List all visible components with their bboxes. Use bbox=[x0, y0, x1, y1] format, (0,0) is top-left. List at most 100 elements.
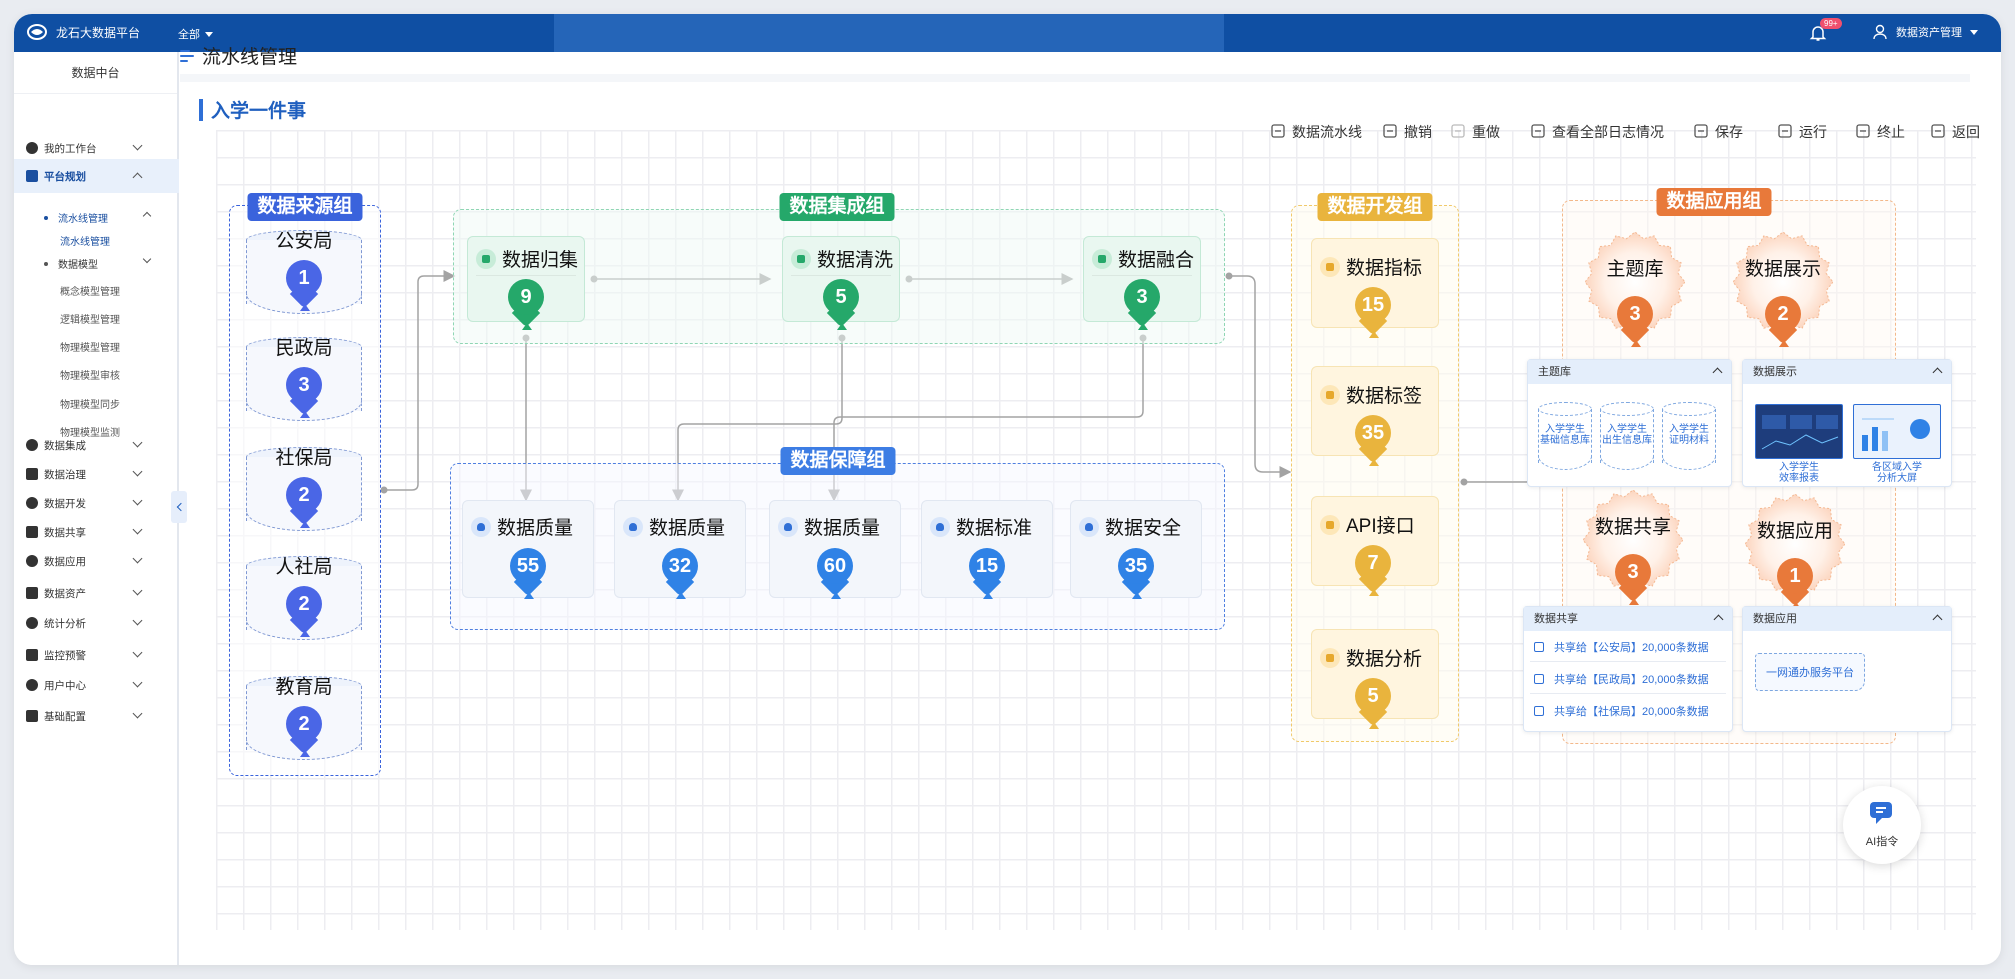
app-node[interactable]: 数据共享 bbox=[1583, 490, 1683, 590]
chevron-up-icon bbox=[142, 211, 152, 221]
page-title: 流水线管理 bbox=[202, 47, 298, 68]
chevron-up-icon[interactable] bbox=[1932, 367, 1943, 378]
count-value: 2 bbox=[1765, 296, 1801, 332]
sidebar-item-11[interactable]: 用户中心 bbox=[14, 668, 179, 702]
toolbar-stop-button[interactable]: 终止 bbox=[1855, 122, 1905, 142]
sidebar: 数据中台 我的工作台平台规划数据集成数据治理数据开发数据共享数据应用数据资产统计… bbox=[14, 52, 179, 965]
application-item[interactable]: 一网通办服务平台 bbox=[1755, 653, 1865, 691]
sidebar-item-1[interactable]: 我的工作台 bbox=[14, 131, 179, 165]
layers-icon bbox=[26, 170, 38, 182]
application-panel[interactable]: 数据应用一网通办服务平台 bbox=[1742, 606, 1952, 732]
node-label: 数据分析 bbox=[1346, 649, 1423, 670]
count-value: 9 bbox=[508, 279, 544, 315]
database-item[interactable]: 入学学生证明材料 bbox=[1662, 402, 1716, 470]
node-header: 数据标签 bbox=[1320, 381, 1422, 408]
sidebar-item-6[interactable]: 数据共享 bbox=[14, 515, 179, 549]
dashboard-thumbnail[interactable] bbox=[1755, 404, 1843, 459]
app-logo[interactable]: 龙石大数据平台 bbox=[26, 23, 140, 41]
sidebar-item-label: 统计分析 bbox=[44, 617, 86, 630]
toolbar-save-button[interactable]: 保存 bbox=[1693, 122, 1743, 142]
app-count-badge: 3 bbox=[1617, 296, 1653, 347]
sidebar-item-4[interactable]: 数据治理 bbox=[14, 457, 179, 491]
quality-count-badge: 32 bbox=[662, 548, 698, 599]
sidebar-leaf-5[interactable]: 物理模型审核 bbox=[60, 371, 120, 382]
scope-dropdown[interactable]: 全部 bbox=[178, 26, 213, 42]
ai-command-button[interactable]: AI指令 bbox=[1843, 786, 1921, 864]
icon-glyph bbox=[1098, 254, 1106, 263]
toolbar-undo-button[interactable]: 撤销 bbox=[1382, 122, 1432, 142]
database-item[interactable]: 入学学生出生信息库 bbox=[1600, 402, 1654, 470]
toolbar-back-button[interactable]: 返回 bbox=[1930, 122, 1980, 142]
toolbar-logs-button[interactable]: 查看全部日志情况 bbox=[1530, 122, 1664, 142]
node-label: 数据质量 bbox=[804, 518, 881, 539]
pin-base bbox=[524, 592, 534, 599]
app-label: 数据共享 bbox=[1594, 517, 1671, 538]
sidebar-collapse-button[interactable] bbox=[171, 491, 187, 523]
app-label: 数据应用 bbox=[1756, 521, 1833, 542]
dev-count-badge: 7 bbox=[1355, 545, 1391, 596]
display-panel[interactable]: 数据展示入学学生效率报表各区域入学分析大屏 bbox=[1742, 359, 1952, 487]
sidebar-leaf-4[interactable]: 物理模型管理 bbox=[60, 343, 120, 354]
sidebar-item-10[interactable]: 监控预警 bbox=[14, 638, 179, 672]
toolbar-stop-label: 终止 bbox=[1877, 124, 1905, 140]
theme-panel[interactable]: 主题库入学学生基础信息库入学学生出生信息库入学学生证明材料 bbox=[1527, 359, 1732, 487]
sidebar-item-8[interactable]: 数据资产 bbox=[14, 576, 179, 610]
app-label: 主题库 bbox=[1606, 259, 1664, 280]
icon-glyph bbox=[1085, 522, 1093, 531]
toolbar-flow-button[interactable]: 数据流水线 bbox=[1270, 122, 1362, 142]
flow-icon bbox=[1270, 123, 1286, 142]
database-item[interactable]: 入学学生基础信息库 bbox=[1538, 402, 1592, 470]
dashboard-thumbnail[interactable] bbox=[1853, 404, 1941, 459]
sidebar-subitem-label: 数据模型 bbox=[58, 260, 98, 271]
node-label: 数据归集 bbox=[502, 250, 579, 271]
node-header: 数据融合 bbox=[1092, 245, 1194, 272]
bell-icon[interactable] bbox=[1808, 23, 1828, 43]
sidebar-leaf-6[interactable]: 物理模型同步 bbox=[60, 400, 120, 411]
sidebar-item-9[interactable]: 统计分析 bbox=[14, 606, 179, 640]
count-value: 32 bbox=[662, 548, 698, 584]
sidebar-item-3[interactable]: 数据集成 bbox=[14, 428, 179, 462]
app-name: 龙石大数据平台 bbox=[56, 25, 141, 40]
group-title-quality: 数据保障组 bbox=[780, 447, 896, 475]
sidebar-subitem-2[interactable]: 数据模型 bbox=[44, 254, 164, 271]
share-panel[interactable]: 数据共享共享给【公安局】20,000条数据共享给【民政局】20,000条数据共享… bbox=[1523, 606, 1733, 732]
sidebar-leaf-2[interactable]: 概念模型管理 bbox=[60, 287, 120, 298]
share-row[interactable]: 共享给【民政局】20,000条数据 bbox=[1534, 671, 1709, 687]
chevron-up-icon[interactable] bbox=[1932, 614, 1943, 625]
chevron-up-icon[interactable] bbox=[1712, 367, 1723, 378]
log-icon bbox=[1530, 123, 1546, 142]
user-menu[interactable]: 数据资产管理 bbox=[1872, 24, 1978, 40]
sidebar-subitem-1[interactable]: 流水线管理 bbox=[44, 210, 164, 225]
sidebar-item-5[interactable]: 数据开发 bbox=[14, 486, 179, 520]
share-row[interactable]: 共享给【社保局】20,000条数据 bbox=[1534, 703, 1709, 719]
grid-icon bbox=[26, 710, 38, 722]
node-label: 数据质量 bbox=[497, 518, 574, 539]
chevron-left-icon bbox=[176, 502, 185, 512]
database-label: 入学学生出生信息库 bbox=[1600, 424, 1654, 446]
target-icon bbox=[1320, 256, 1340, 277]
sidebar-leaf-1[interactable]: 流水线管理 bbox=[60, 237, 110, 248]
group-title-source: 数据来源组 bbox=[247, 193, 363, 221]
icon-glyph bbox=[482, 254, 490, 263]
toolbar-run-button[interactable]: 运行 bbox=[1777, 122, 1827, 142]
sidebar-leaf-7[interactable]: 物理模型监测 bbox=[60, 428, 120, 439]
count-value: 1 bbox=[1777, 558, 1813, 594]
share-row[interactable]: 共享给【公安局】20,000条数据 bbox=[1534, 639, 1709, 655]
sidebar-item-7[interactable]: 数据应用 bbox=[14, 544, 179, 578]
sidebar-leaf-3[interactable]: 逻辑模型管理 bbox=[60, 315, 120, 326]
chevron-down-icon bbox=[132, 708, 143, 719]
count-value: 60 bbox=[817, 548, 853, 584]
app-node[interactable]: 数据展示 bbox=[1733, 232, 1833, 332]
source-label: 民政局 bbox=[275, 338, 333, 359]
sidebar-item-label: 平台规划 bbox=[44, 170, 86, 183]
app-node[interactable]: 主题库 bbox=[1585, 232, 1685, 332]
app-node[interactable]: 数据应用 bbox=[1745, 494, 1845, 594]
sidebar-item-2[interactable]: 平台规划 bbox=[14, 159, 179, 193]
dashboard-caption-line1: 入学学生 bbox=[1779, 462, 1819, 473]
sidebar-item-12[interactable]: 基础配置 bbox=[14, 699, 179, 733]
chevron-up-icon[interactable] bbox=[1713, 614, 1724, 625]
toolbar-redo-label: 重做 bbox=[1472, 124, 1500, 140]
group-title-app: 数据应用组 bbox=[1656, 188, 1772, 216]
toolbar-redo-button[interactable]: 重做 bbox=[1450, 122, 1500, 142]
chevron-down-icon bbox=[132, 553, 143, 564]
